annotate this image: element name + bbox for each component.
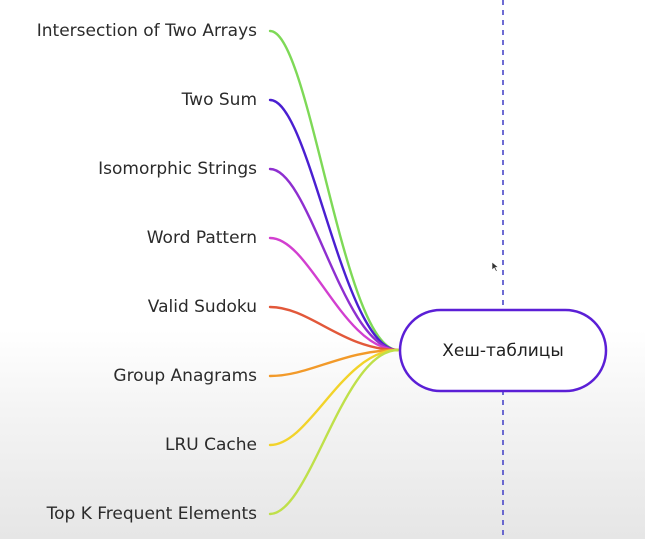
branch-label[interactable]: Intersection of Two Arrays [37,21,257,41]
branch-connector [268,98,400,352]
branch-connector [268,236,400,352]
central-node[interactable] [398,308,608,393]
branch-connector [268,305,400,352]
branch-connector [268,29,400,352]
mouse-cursor-icon [491,261,500,272]
branch-label[interactable]: Valid Sudoku [148,297,257,317]
branch-label[interactable]: Word Pattern [147,228,257,248]
branch-connector [268,348,400,378]
branch-label[interactable]: Isomorphic Strings [98,159,257,179]
branch-label[interactable]: Top K Frequent Elements [46,504,258,524]
branch-connector [268,348,400,516]
central-node-label: Хеш-таблицы [442,341,564,361]
branch-label[interactable]: LRU Cache [165,435,257,455]
branch-label[interactable]: Two Sum [181,90,257,110]
branch-connector [268,348,400,447]
branch-connector [268,167,400,352]
branch-connectors [268,29,400,516]
branch-label[interactable]: Group Anagrams [113,366,257,386]
